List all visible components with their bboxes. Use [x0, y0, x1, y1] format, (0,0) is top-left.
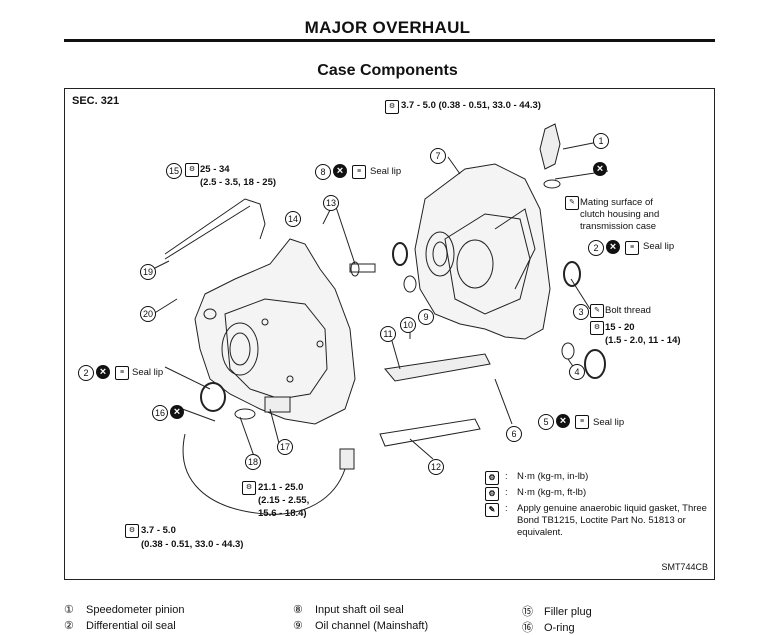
section-title: Case Components [317, 62, 458, 79]
torque-spec-sensor-alt1: (2.15 - 2.55, [258, 495, 310, 506]
gasket-icon: ✎ [565, 196, 579, 210]
callout-8: 8 [315, 164, 331, 180]
note-bolt-thread: Bolt thread [605, 305, 651, 316]
callout-19: 19 [140, 264, 156, 280]
callout-6: 6 [506, 426, 522, 442]
callout-11: 11 [380, 326, 396, 342]
torque-spec-filler-plug-alt: (2.5 - 3.5, 18 - 25) [200, 177, 277, 188]
gasket-apply-icon: ✎ [485, 503, 499, 517]
replace-part-icon: × [333, 164, 347, 178]
note-mating-2: clutch housing and [580, 209, 660, 220]
callout-1: 1 [593, 133, 609, 149]
torque-spec-harness: 3.7 - 5.0 [141, 525, 176, 536]
torque-spec-sensor-alt2: 15.6 - 18.4) [258, 508, 307, 519]
callout-3: 3 [573, 304, 589, 320]
callout-2: 2 [78, 365, 94, 381]
callout-12: 12 [428, 459, 444, 475]
transmission-case-drawing [152, 123, 609, 515]
torque-spec-bolt: 15 - 20 [605, 322, 635, 333]
page-title: MAJOR OVERHAUL [304, 18, 471, 37]
torque-nm-kgm-ftlb-icon: ⚙ [485, 487, 499, 501]
callout-10: 10 [400, 317, 416, 333]
legend-text: Apply genuine anaerobic liquid gasket, T… [517, 503, 707, 538]
note-seal-lip: Seal lip [593, 417, 625, 428]
callout-20: 20 [140, 306, 156, 322]
title-divider [64, 39, 715, 42]
torque-nm-kgm-inlb-icon: ⚙ [485, 471, 499, 485]
callout-4: 4 [569, 364, 585, 380]
callout-16: 16 [152, 405, 168, 421]
replace-part-icon: × [96, 365, 110, 379]
replace-part-icon: × [593, 162, 607, 176]
legend-text: N·m (kg-m, in-lb) [517, 471, 589, 482]
legend: ⚙: N·m (kg-m, in-lb) ⚙: N·m (kg-m, ft-lb… [485, 471, 710, 543]
torque-spec-speedometer: 3.7 - 5.0 (0.38 - 0.51, 33.0 - 44.3) [401, 100, 541, 111]
note-mating-1: Mating surface of [580, 197, 653, 208]
callout-2: 2 [588, 240, 604, 256]
torque-spec-harness-alt: (0.38 - 0.51, 33.0 - 44.3) [141, 539, 244, 550]
grease-icon: ≡ [352, 165, 366, 179]
torque-spec-bolt-alt: (1.5 - 2.0, 11 - 14) [605, 335, 681, 346]
legend-text: N·m (kg-m, ft-lb) [517, 487, 587, 498]
legend-item: ✎: Apply genuine anaerobic liquid gasket… [485, 503, 710, 539]
legend-item: ⚙: N·m (kg-m, ft-lb) [485, 487, 710, 501]
callout-17: 17 [277, 439, 293, 455]
note-mating-3: transmission case [580, 221, 657, 232]
section-number: SEC. 321 [72, 95, 120, 107]
grease-icon: ≡ [625, 241, 639, 255]
torque-wrench-icon: ⚙ [385, 100, 399, 114]
callout-18: 18 [245, 454, 261, 470]
grease-icon: ≡ [115, 366, 129, 380]
replace-part-icon: × [556, 414, 570, 428]
callout-15: 15 [166, 163, 182, 179]
callout-7: 7 [430, 148, 446, 164]
note-seal-lip: Seal lip [370, 166, 402, 177]
gasket-icon: ✎ [590, 304, 604, 318]
grease-icon: ≡ [575, 415, 589, 429]
torque-wrench-icon: ⚙ [125, 524, 139, 538]
torque-wrench-icon: ⚙ [590, 321, 604, 335]
exploded-diagram-figure: SEC. 321 ⚙ 3.7 - 5.0 (0.38 - 0.51, 33.0 … [64, 88, 715, 580]
note-seal-lip: Seal lip [132, 367, 164, 378]
torque-wrench-icon: ⚙ [242, 481, 256, 495]
torque-spec-sensor: 21.1 - 25.0 [258, 482, 304, 493]
callout-5: 5 [538, 414, 554, 430]
torque-spec-filler-plug: 25 - 34 [200, 164, 230, 175]
legend-item: ⚙: N·m (kg-m, in-lb) [485, 471, 710, 485]
replace-part-icon: × [606, 240, 620, 254]
replace-part-icon: × [170, 405, 184, 419]
callout-13: 13 [323, 195, 339, 211]
callout-14: 14 [285, 211, 301, 227]
callout-9: 9 [418, 309, 434, 325]
note-seal-lip: Seal lip [643, 241, 675, 252]
figure-code: SMT744CB [661, 562, 708, 572]
torque-wrench-icon: ⚙ [185, 163, 199, 177]
